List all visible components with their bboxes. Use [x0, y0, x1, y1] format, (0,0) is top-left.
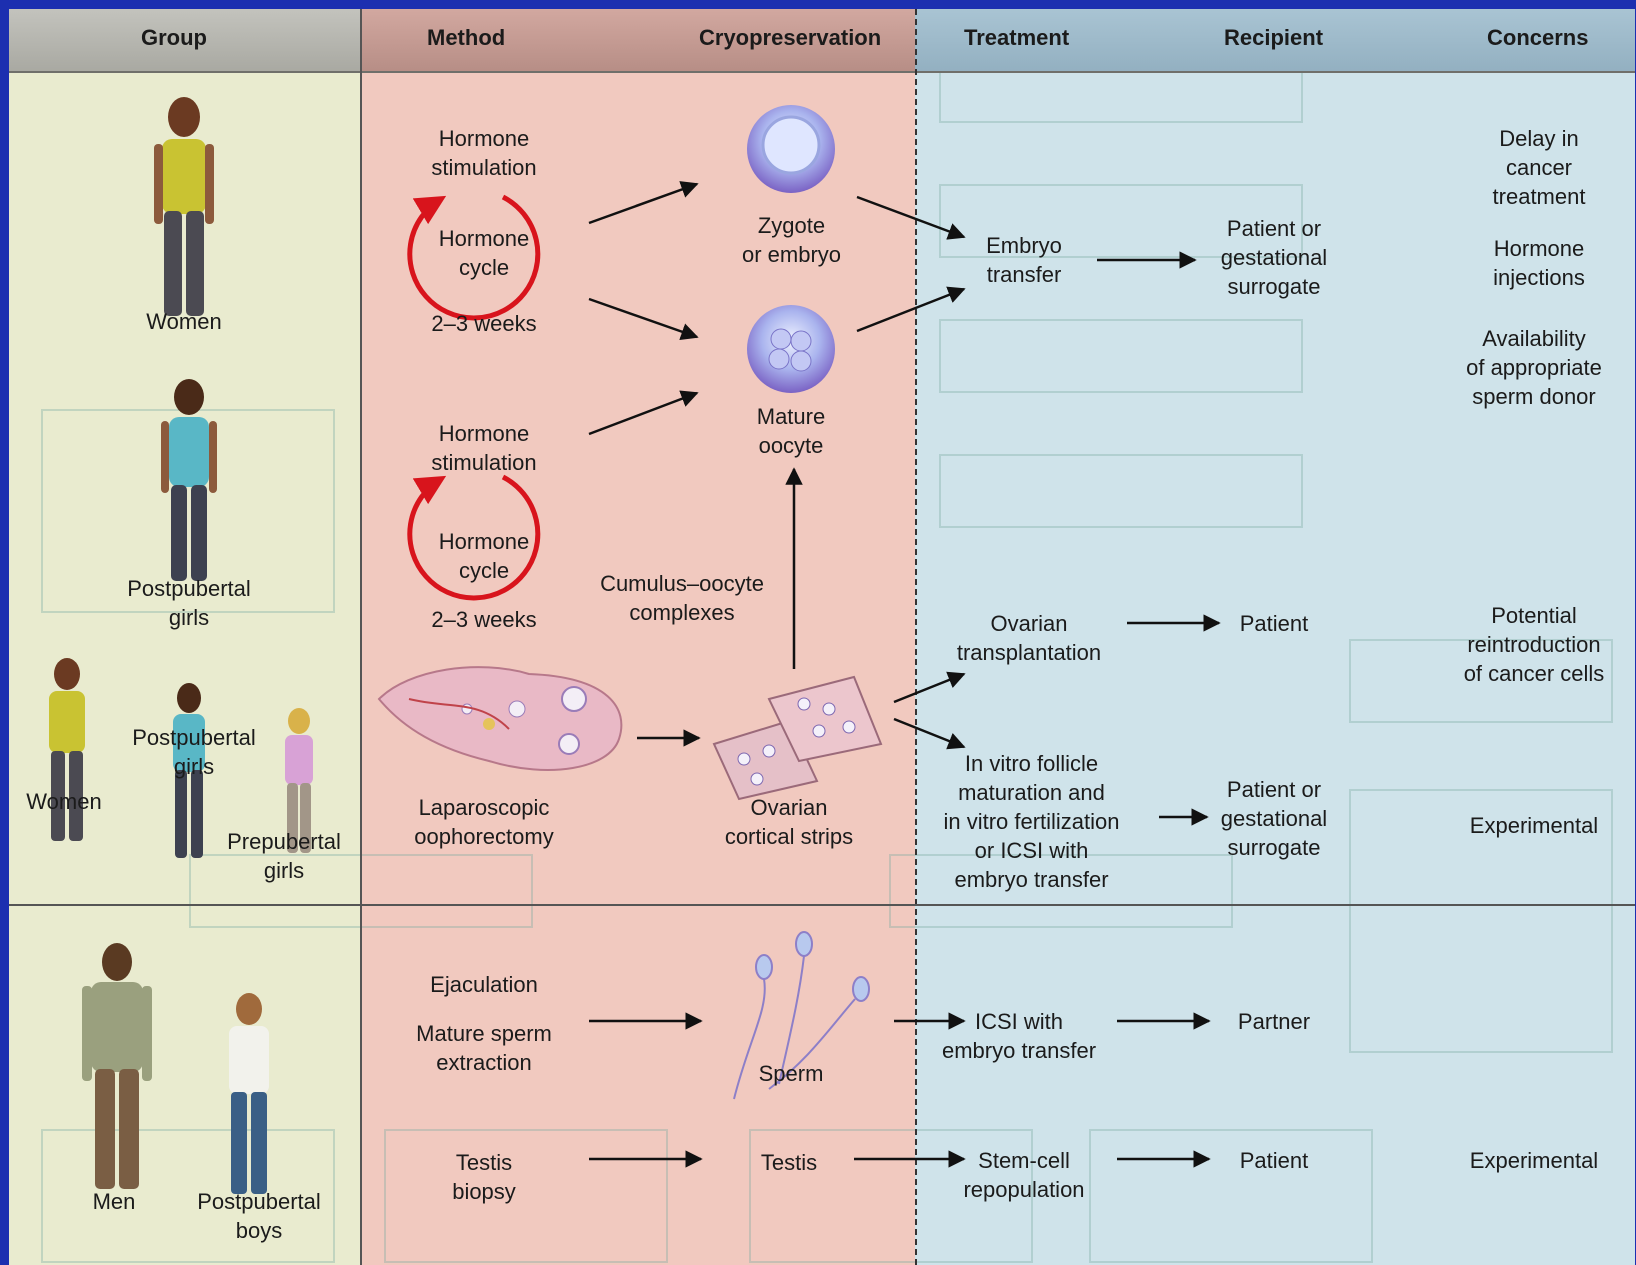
mature-oocyte-icon: [747, 305, 835, 393]
arrows: [588, 181, 1221, 1168]
divider-female-male: [9, 904, 1635, 906]
label-recipient: Patient or gestational surrogate: [1220, 777, 1328, 860]
label-testis-biopsy: Testis biopsy: [452, 1150, 516, 1204]
ghost-box: [41, 1129, 335, 1263]
label-ovarian-cortical-strips: Ovarian cortical strips: [724, 795, 854, 849]
header-recipient: Recipient: [1224, 25, 1324, 50]
ghost-box: [1349, 639, 1613, 723]
ghost-box: [939, 454, 1303, 528]
label-recipient: Patient or gestational surrogate: [1220, 216, 1328, 299]
label-prepubertal-girls: Prepubertal girls: [227, 829, 341, 883]
diagram-graphics: [49, 97, 1221, 1194]
ghost-box: [749, 1129, 1033, 1263]
header-group: Group: [141, 25, 207, 50]
treatment-column: [915, 9, 1635, 1265]
label-testis: Testis: [760, 1150, 818, 1175]
ghost-box: [939, 184, 1303, 258]
postpubertal-boy-figure-icon: [229, 993, 269, 1194]
label-postpubertal-boys: Postpubertal boys: [197, 1189, 321, 1243]
label-ovarian-transplantation: Ovarian transplantation: [956, 611, 1102, 665]
label-women-small: Women: [26, 789, 102, 814]
label-in-vitro-maturation: In vitro follicle maturation and in vitr…: [943, 751, 1120, 892]
ghost-box: [1089, 1129, 1373, 1263]
postpubertal-girl-figure-icon: [161, 379, 217, 581]
divider-cryo-treatment: [915, 9, 917, 1265]
label-zygote-or-embryo: Zygote or embryo: [741, 213, 842, 267]
ghost-box: [889, 854, 1233, 928]
postpubertal-girl-figure-small-icon: [173, 683, 205, 858]
label-concern: Hormone injections: [1493, 236, 1585, 290]
label-duration: 2–3 weeks: [431, 607, 537, 632]
label-duration: 2–3 weeks: [431, 311, 537, 336]
label-embryo-transfer: Embryo transfer: [986, 233, 1062, 287]
header-method: Method: [427, 25, 506, 50]
label-hormone-cycle: Hormone cycle: [438, 529, 530, 583]
zygote-cell-icon: [747, 105, 835, 193]
label-sperm: Sperm: [758, 1061, 824, 1086]
label-mature-sperm-extraction: Mature sperm extraction: [416, 1021, 552, 1075]
prepubertal-girl-figure-icon: [285, 708, 313, 853]
label-hormone-stimulation: Hormone stimulation: [431, 126, 537, 180]
ovarian-strip-icon: [712, 675, 883, 801]
label-men: Men: [92, 1189, 136, 1214]
label-stem-cell-repopulation: Stem-cell repopulation: [963, 1148, 1085, 1202]
label-women: Women: [146, 309, 222, 334]
label-recipient: Patient: [1239, 1148, 1309, 1173]
header-concerns: Concerns: [1487, 25, 1589, 50]
label-mature-oocyte: Mature oocyte: [756, 404, 826, 458]
men-figure-icon: [82, 943, 152, 1189]
header-treatment: Treatment: [964, 25, 1070, 50]
label-cumulus-oocyte-complexes: Cumulus–oocyte complexes: [600, 571, 764, 625]
label-icsi-embryo-transfer: ICSI with embryo transfer: [941, 1009, 1097, 1063]
sperm-icon: [733, 931, 870, 1100]
label-ejaculation: Ejaculation: [430, 972, 538, 997]
header-cryopreservation: Cryopreservation: [699, 25, 882, 50]
label-concern: Availability of appropriate sperm donor: [1466, 326, 1602, 409]
ghost-box: [384, 1129, 668, 1263]
label-concern: Experimental: [1469, 813, 1599, 838]
divider-group-method: [360, 9, 362, 1265]
header-bar: Group Method Cryopreservation Treatment …: [9, 9, 1635, 73]
ghost-box: [1349, 789, 1613, 1053]
women-figure-icon: [154, 97, 214, 316]
label-recipient: Patient: [1239, 611, 1309, 636]
label-concern: Potential reintroduction of cancer cells: [1463, 603, 1605, 686]
group-column: [9, 9, 361, 1265]
hormone-cycle-circle-icon: [407, 474, 541, 601]
label-concern: Experimental: [1469, 1148, 1599, 1173]
label-postpubertal-girls-small: Postpubertal girls: [132, 725, 256, 779]
hormone-cycle-circle-icon: [407, 194, 541, 321]
label-recipient: Partner: [1237, 1009, 1311, 1034]
label-hormone-stimulation: Hormone stimulation: [431, 421, 537, 475]
ovary-icon: [377, 666, 623, 771]
diagram-frame: Group Method Cryopreservation Treatment …: [9, 9, 1635, 1265]
label-laparoscopic-oophorectomy: Laparoscopic oophorectomy: [414, 795, 554, 849]
ghost-box: [939, 319, 1303, 393]
label-postpubertal-girls: Postpubertal girls: [127, 576, 251, 630]
method-column: [361, 9, 915, 1265]
women-figure-small-icon: [49, 658, 85, 841]
label-hormone-cycle: Hormone cycle: [438, 226, 530, 280]
label-concern: Delay in cancer treatment: [1492, 126, 1586, 209]
